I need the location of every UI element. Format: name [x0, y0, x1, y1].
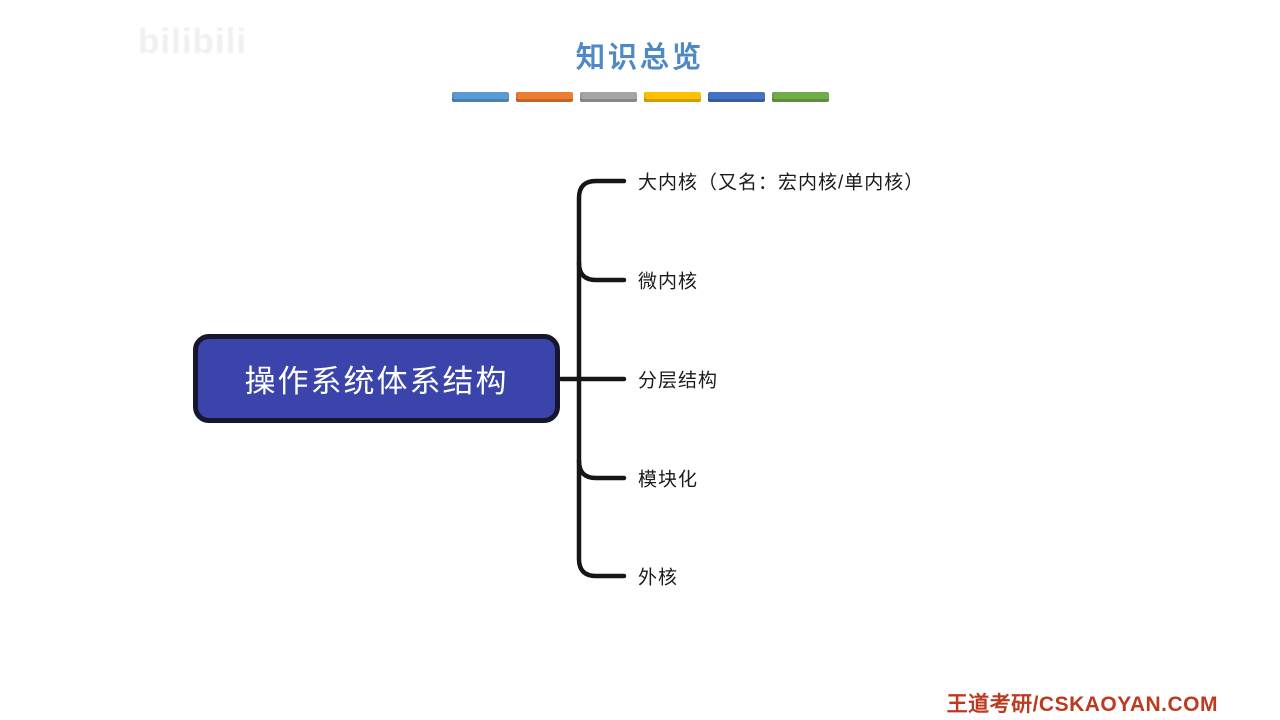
connector-group: [558, 178, 627, 579]
mindmap-root-label: 操作系统体系结构: [244, 364, 509, 399]
accent-bar: [579, 92, 637, 102]
branch-label: 分层结构: [638, 370, 719, 392]
accent-bar: [515, 92, 573, 102]
accent-bar-row: [0, 92, 1280, 102]
branch-label: 大内核（又名：宏内核/单内核）: [638, 172, 925, 194]
branch-line-2: [576, 260, 627, 283]
branch-label: 模块化: [638, 469, 699, 491]
accent-bar: [707, 92, 765, 102]
bilibili-logo-watermark: bilibili: [138, 22, 248, 61]
branch-label: 外核: [638, 567, 679, 589]
mindmap-root-node: 操作系统体系结构: [193, 334, 560, 423]
accent-bar: [771, 92, 829, 102]
branch-label: 微内核: [638, 271, 699, 293]
accent-bar: [451, 92, 509, 102]
footer-brand: 王道考研/CSKAOYAN.COM: [946, 693, 1218, 716]
page-title: 知识总览: [575, 40, 704, 74]
trunk-line: [576, 178, 627, 579]
branch-line-4: [576, 458, 627, 481]
accent-bar: [643, 92, 701, 102]
